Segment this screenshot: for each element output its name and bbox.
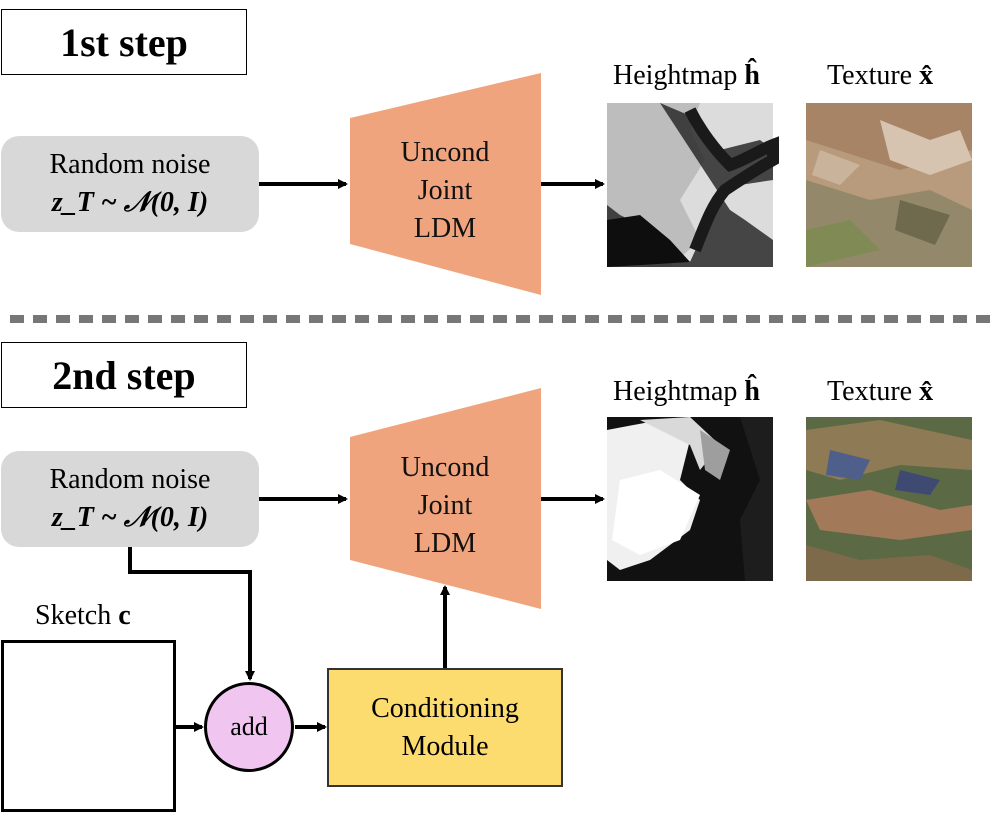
sketch-symbol: c	[118, 600, 131, 631]
conditioning-module: Conditioning Module	[327, 668, 563, 787]
step1-label-text: 1st step	[60, 19, 188, 65]
step2-noise-label: Random noise	[49, 464, 211, 495]
conditioning-line2: Module	[401, 730, 489, 762]
step2-texture-title-text: Texture	[827, 376, 913, 407]
step1-heightmap-image	[607, 103, 779, 267]
step2-noise-formula: z_T ~ 𝒩(0, I)	[51, 502, 209, 533]
step2-label: 2nd step	[1, 342, 247, 408]
step1-texture-symbol: x̂	[919, 60, 934, 91]
step1-noise-formula: z_T ~ 𝒩(0, I)	[51, 187, 209, 218]
step1-label: 1st step	[1, 9, 247, 75]
step2-texture-symbol: x̂	[919, 376, 934, 407]
step2-ldm-shape	[350, 388, 541, 609]
step2-noise-box: Random noise z_T ~ 𝒩(0, I)	[1, 451, 259, 547]
step1-ldm-line3: LDM	[413, 213, 477, 244]
arrow-noise-to-add	[128, 547, 255, 681]
step2-ldm-label: Uncond Joint LDM	[370, 449, 520, 563]
sketch-frame	[1, 640, 176, 812]
step2-texture-image	[806, 417, 972, 581]
step1-heightmap-title-text: Heightmap	[613, 60, 738, 91]
step2-ldm-line2: Joint	[417, 490, 473, 521]
step2-heightmap-title: Heightmap ĥ	[613, 376, 760, 408]
step1-heightmap-title: Heightmap ĥ	[613, 60, 760, 92]
step2-ldm-line3: LDM	[413, 528, 477, 559]
step1-noise-box: Random noise z_T ~ 𝒩(0, I)	[1, 136, 259, 232]
step1-ldm-line2: Joint	[417, 175, 473, 206]
step1-ldm-line1: Uncond	[400, 137, 490, 168]
step1-noise-label: Random noise	[49, 149, 211, 180]
step2-label-text: 2nd step	[52, 352, 196, 398]
step1-ldm-label: Uncond Joint LDM	[370, 134, 520, 248]
step1-heightmap-symbol: ĥ	[744, 60, 760, 91]
step1-texture-title: Texture x̂	[827, 60, 933, 92]
sketch-title-text: Sketch	[35, 600, 112, 631]
step2-heightmap-symbol: ĥ	[744, 376, 760, 407]
conditioning-line1: Conditioning	[371, 692, 519, 724]
step1-texture-image	[806, 103, 972, 267]
step2-texture-title: Texture x̂	[827, 376, 933, 408]
sketch-title: Sketch c	[35, 600, 131, 632]
add-label: add	[230, 712, 268, 741]
step2-heightmap-title-text: Heightmap	[613, 376, 738, 407]
step1-ldm-shape	[350, 73, 541, 295]
step2-ldm-line1: Uncond	[400, 452, 490, 483]
add-node: add	[204, 682, 294, 772]
step2-heightmap-image	[607, 417, 773, 581]
step1-texture-title-text: Texture	[827, 60, 913, 91]
